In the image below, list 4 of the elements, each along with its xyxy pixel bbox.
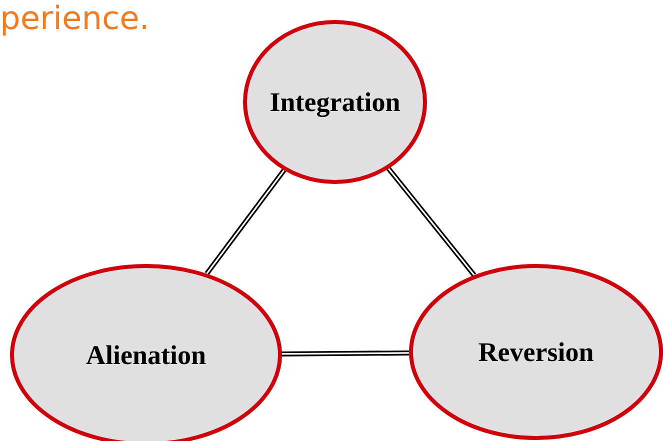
node-label: Reversion bbox=[478, 336, 594, 368]
node-label: Alienation bbox=[86, 340, 206, 370]
node-label: Integration bbox=[270, 86, 400, 118]
heading-fragment: perience. bbox=[0, 0, 150, 37]
